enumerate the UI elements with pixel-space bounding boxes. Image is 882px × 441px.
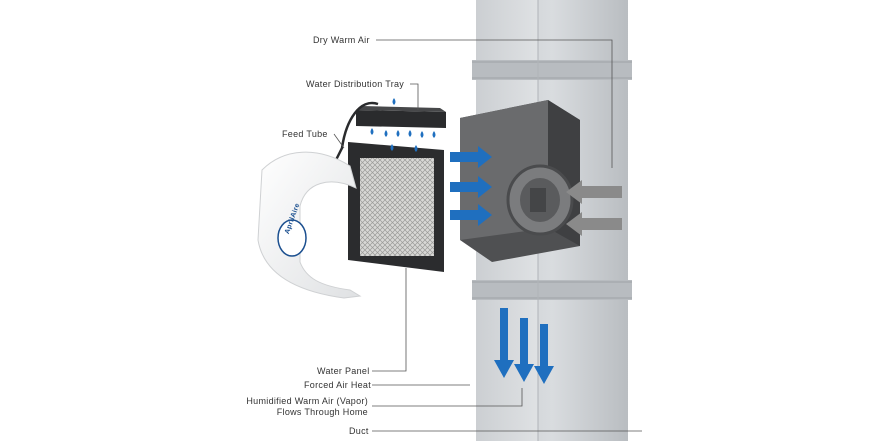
water-drops	[370, 98, 436, 152]
leader-lines	[333, 39, 642, 432]
airflow-arrows-blue	[450, 146, 492, 226]
airflow-arrows-gray	[566, 180, 622, 236]
humidifier-housing	[460, 100, 580, 262]
feed-tube	[334, 101, 379, 161]
label-humidified-line2: Flows Through Home	[276, 407, 368, 417]
label-humidified-line1: Humidified Warm Air (Vapor)	[246, 396, 368, 406]
water-distribution-tray	[356, 106, 446, 128]
label-feed-tube: Feed Tube	[282, 129, 328, 139]
label-duct: Duct	[349, 426, 369, 436]
airflow-arrows-down	[494, 308, 554, 384]
label-water-distribution-tray: Water Distribution Tray	[306, 79, 405, 89]
water-panel	[348, 142, 444, 272]
label-forced-air-heat: Forced Air Heat	[304, 380, 372, 390]
label-water-panel: Water Panel	[317, 366, 370, 376]
front-cover	[257, 151, 362, 299]
label-humidified-air: Humidified Warm Air (Vapor) Flows Throug…	[230, 396, 368, 418]
label-dry-warm-air: Dry Warm Air	[313, 35, 370, 45]
